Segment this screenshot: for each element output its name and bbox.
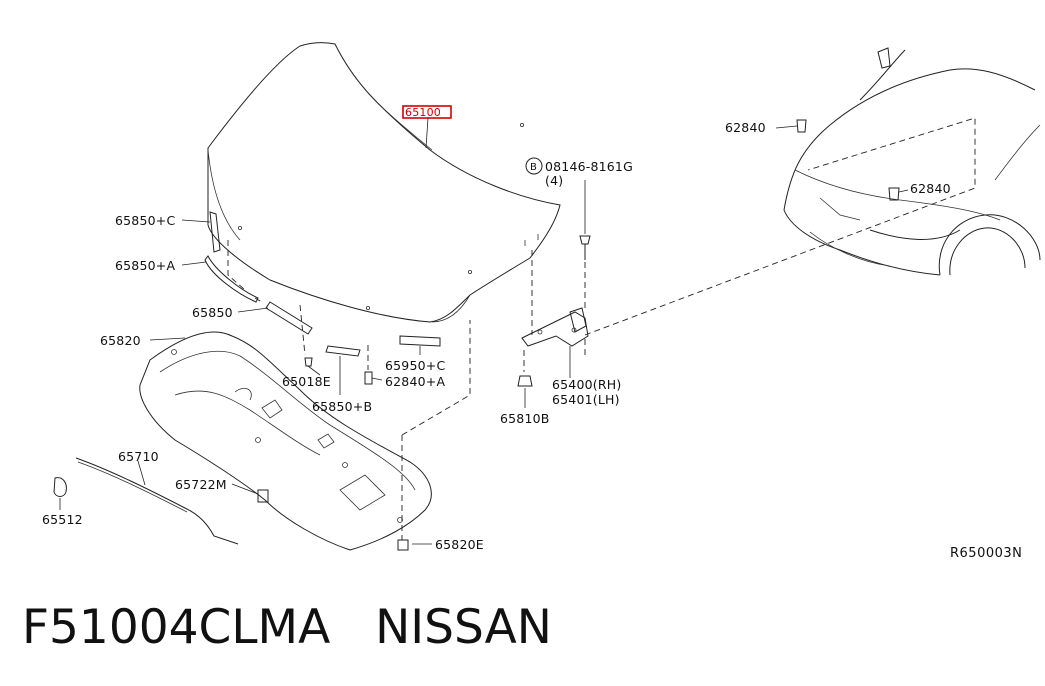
hood-panel [207, 42, 561, 323]
parts-diagram: 65100 [42, 42, 1041, 561]
diagram-ref-code: R650003N [950, 546, 1022, 561]
label-seal-a: 65850+A [115, 258, 175, 273]
label-holder: 65512 [42, 512, 83, 527]
label-bolt-qty: (4) [545, 173, 563, 188]
seal-strips [204, 211, 441, 357]
hood-hinge [521, 307, 589, 347]
label-prop-rod: 65710 [118, 449, 159, 464]
label-hinge-rh: 65400(RH) [552, 377, 621, 392]
label-seal: 65850 [192, 305, 233, 320]
part-caption: F51004CLMA NISSAN [22, 598, 1022, 668]
label-clip-right: 62840 [910, 181, 951, 196]
label-insulator: 65820 [100, 333, 141, 348]
caption-part-number: F51004CLMA [22, 600, 331, 655]
label-clip-top-right: 62840 [725, 120, 766, 135]
hood-highlight-box [402, 105, 452, 119]
vehicle-outline [783, 47, 1041, 276]
label-grommet: 65722M [175, 477, 227, 492]
label-seal-c: 65850+C [115, 213, 175, 228]
label-seal-b: 65850+B [312, 399, 372, 414]
dashed-guides [227, 117, 976, 540]
hood-insulator [139, 331, 432, 551]
bolt-mark-circle [525, 157, 543, 175]
leader-lines [59, 125, 909, 545]
label-hood: 65100 [405, 106, 441, 119]
prop-rod [75, 457, 239, 545]
label-bolt-spec: 08146-8161G [545, 159, 633, 174]
label-clip-e: 65820E [435, 537, 484, 552]
bolt-mark: B [530, 162, 537, 173]
label-bracket-c: 65950+C [385, 358, 445, 373]
label-bumper-e: 65018E [282, 374, 331, 389]
label-hinge-lh: 65401(LH) [552, 392, 620, 407]
caption-spacer [330, 600, 375, 655]
caption-brand: NISSAN [375, 600, 552, 655]
label-nut: 65810B [500, 411, 550, 426]
label-clip-a: 62840+A [385, 374, 445, 389]
